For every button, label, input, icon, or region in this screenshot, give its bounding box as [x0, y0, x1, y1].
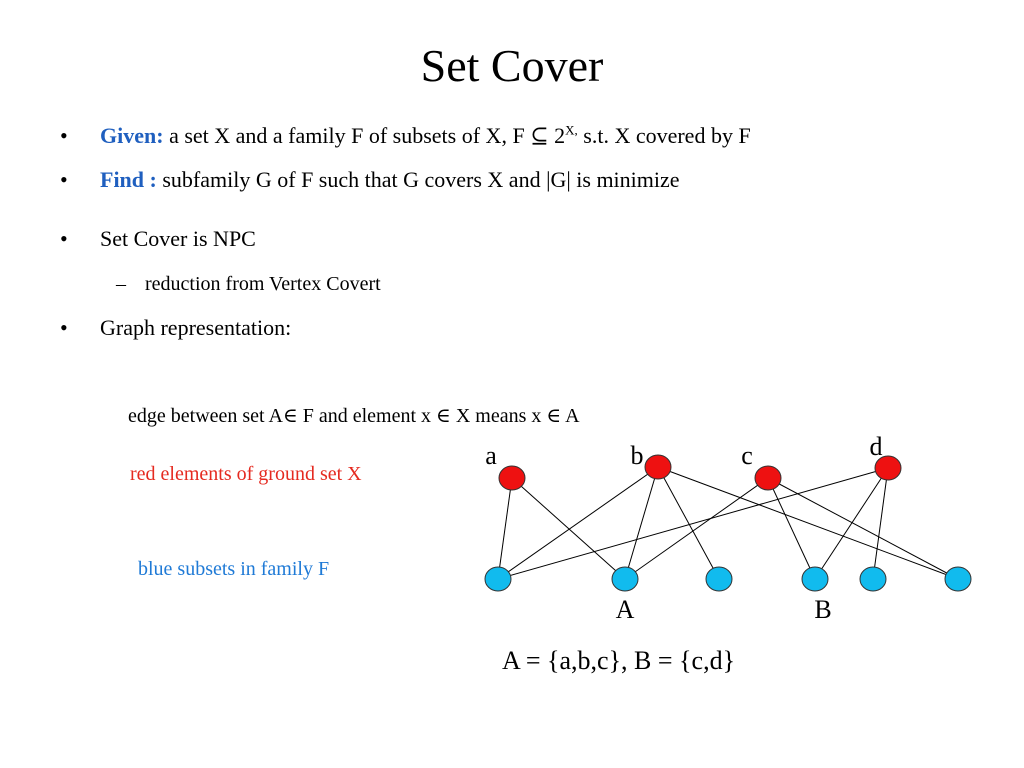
subset-node-s6 [944, 566, 972, 592]
find-keyword: Find : [100, 167, 157, 192]
graph-edge-b-s6 [657, 466, 959, 580]
power-exponent: X, [565, 122, 578, 138]
graph-edge-a-s1 [497, 477, 513, 580]
edge-definition-note: edge between set A∈ F and element x ∈ X … [128, 405, 580, 427]
subset-label-B: B [814, 595, 831, 624]
subset-node-A [611, 566, 639, 592]
npc-line: Set Cover is NPC [100, 226, 256, 251]
bullet-marker: • [60, 167, 68, 192]
element-label-a: a [485, 441, 497, 470]
find-text: subfamily G of F such that G covers X an… [156, 167, 680, 192]
element-node-a [498, 465, 526, 491]
element-label-c: c [741, 441, 753, 470]
subset-node-s1 [484, 566, 512, 592]
graph-rep-line: Graph representation: [100, 315, 292, 340]
subset-label-A: A [616, 595, 635, 624]
graph-edge-d-B [814, 467, 889, 580]
set-equation: A = {a,b,c}, B = {c,d} [502, 646, 736, 675]
bullet-marker: • [60, 226, 68, 251]
graph-edge-b-s1 [497, 466, 659, 580]
bullet-marker: • [60, 315, 68, 340]
dash-marker: – [116, 273, 126, 295]
element-label-b: b [631, 441, 644, 470]
graph-edge-a-A [511, 477, 626, 580]
element-node-c [754, 465, 782, 491]
given-text-pre: a set X and a family F of subsets of X, … [163, 123, 531, 148]
subseteq-symbol: ⊆ [530, 123, 549, 148]
element-label-d: d [870, 432, 883, 461]
bullet-marker: • [60, 123, 68, 148]
graph-edge-c-B [767, 477, 816, 580]
graph-edge-c-A [624, 477, 769, 580]
blue-subsets-note: blue subsets in family F [138, 558, 330, 580]
graph-edge-b-s3 [657, 466, 720, 580]
given-text-post: s.t. X covered by F [577, 123, 751, 148]
red-elements-note: red elements of ground set X [130, 463, 362, 485]
subset-node-B [801, 566, 829, 592]
reduction-line: reduction from Vertex Covert [145, 273, 381, 295]
element-node-b [644, 454, 672, 480]
element-node-d [874, 455, 902, 481]
graph-edge-d-s5 [872, 467, 889, 580]
page-title: Set Cover [420, 40, 604, 91]
subset-node-s3 [705, 566, 733, 592]
find-line: Find : subfamily G of F such that G cove… [100, 166, 680, 194]
given-line: Given: a set X and a family F of subsets… [100, 122, 751, 150]
graph-edge-c-s6 [767, 477, 959, 580]
power-base: 2 [548, 123, 566, 148]
graph-edge-d-s1 [497, 467, 889, 580]
subset-node-s5 [859, 566, 887, 592]
given-keyword: Given: [100, 123, 164, 148]
graph-edge-b-A [624, 466, 659, 580]
